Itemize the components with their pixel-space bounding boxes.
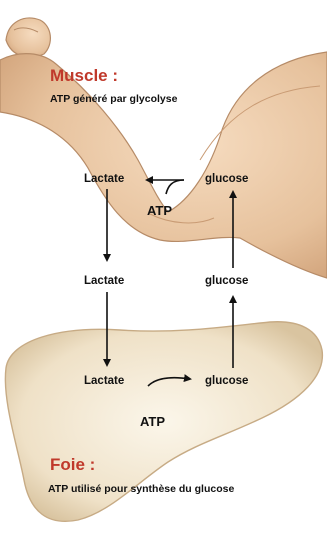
- liver-subtitle: ATP utilisé pour synthèse du glucose: [48, 483, 234, 495]
- muscle-glucose-label: glucose: [205, 173, 248, 185]
- muscle-lactate-label: Lactate: [84, 173, 124, 185]
- blood-lactate-label: Lactate: [84, 275, 124, 287]
- liver-atp-label: ATP: [140, 414, 165, 429]
- arm-illustration: [0, 18, 327, 278]
- liver-glucose-label: glucose: [205, 375, 248, 387]
- muscle-atp-label: ATP: [147, 203, 172, 218]
- blood-glucose-label: glucose: [205, 275, 248, 287]
- muscle-subtitle: ATP généré par glycolyse: [50, 93, 177, 105]
- muscle-title: Muscle :: [50, 66, 118, 86]
- liver-title: Foie :: [50, 455, 95, 475]
- arrow-muscle-glucose-to-lactate: [166, 180, 184, 194]
- liver-lactate-label: Lactate: [84, 375, 124, 387]
